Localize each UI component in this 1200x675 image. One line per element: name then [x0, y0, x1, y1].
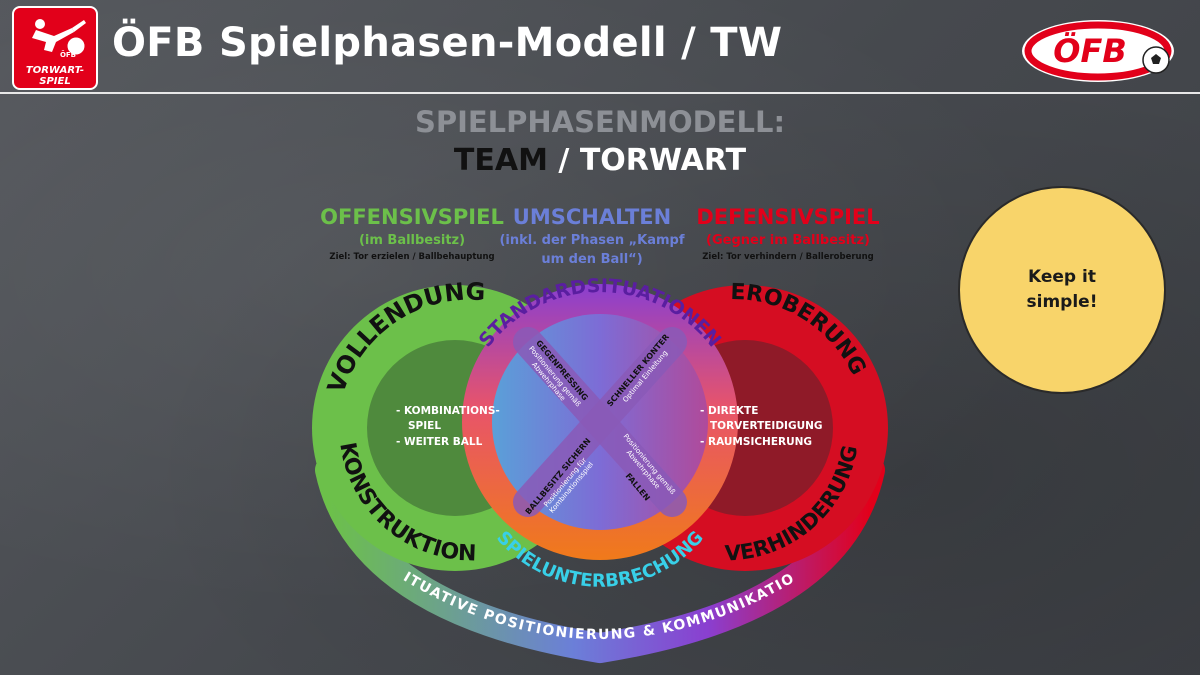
umschalten-sub2: um den Ball“) [541, 252, 642, 267]
oefb-logo: ÖFB [1020, 18, 1180, 84]
offensiv-goal: Ziel: Tor erzielen / Ballbehauptung [329, 252, 494, 262]
logo-left-line2: SPIEL [39, 76, 71, 87]
left-item1-line2: SPIEL [408, 420, 441, 432]
right-item1-line2: TORVERTEIDIGUNG [710, 420, 823, 432]
title-torwart: TORWART [580, 143, 747, 178]
left-item1-line1: - KOMBINATIONS- [396, 405, 500, 417]
keep-it-simple-callout: Keep it simple! [958, 186, 1166, 394]
callout-line1: Keep it [1028, 267, 1096, 288]
defensiv-heading: DEFENSIVSPIEL [696, 205, 879, 229]
header-divider [0, 92, 1200, 94]
offensiv-heading: OFFENSIVSPIEL [320, 205, 504, 229]
callout-line2: simple! [1026, 292, 1098, 312]
goalkeeper-icon [32, 19, 86, 56]
logo-left-badge: ÖFB [59, 51, 77, 59]
title-team: TEAM [454, 143, 548, 178]
diagram-subtitle: TEAM / TORWART [454, 143, 747, 178]
page-title: ÖFB Spielphasen-Modell / TW [112, 20, 783, 66]
right-item2: - RAUMSICHERUNG [700, 436, 812, 448]
torwartspiel-logo: ÖFB TORWART- SPIEL [12, 6, 98, 90]
left-item2: - WEITER BALL [396, 436, 483, 448]
right-item1: - DIREKTE [700, 405, 758, 417]
oefb-logo-text: ÖFB [1053, 32, 1126, 70]
defensiv-sub: (Gegner im Ballbesitz) [706, 233, 870, 248]
logo-left-line1: TORWART- [25, 65, 85, 76]
diagram-title: SPIELPHASENMODELL: [415, 105, 785, 139]
title-separator: / [548, 143, 580, 178]
bottom-arc-band [315, 455, 885, 664]
umschalten-heading: UMSCHALTEN [513, 205, 671, 229]
center-cross-b [513, 327, 687, 517]
offensiv-sub: (im Ballbesitz) [359, 233, 465, 248]
defensiv-goal: Ziel: Tor verhindern / Balleroberung [702, 252, 873, 262]
umschalten-sub1: (inkl. der Phasen „Kampf [499, 233, 684, 248]
